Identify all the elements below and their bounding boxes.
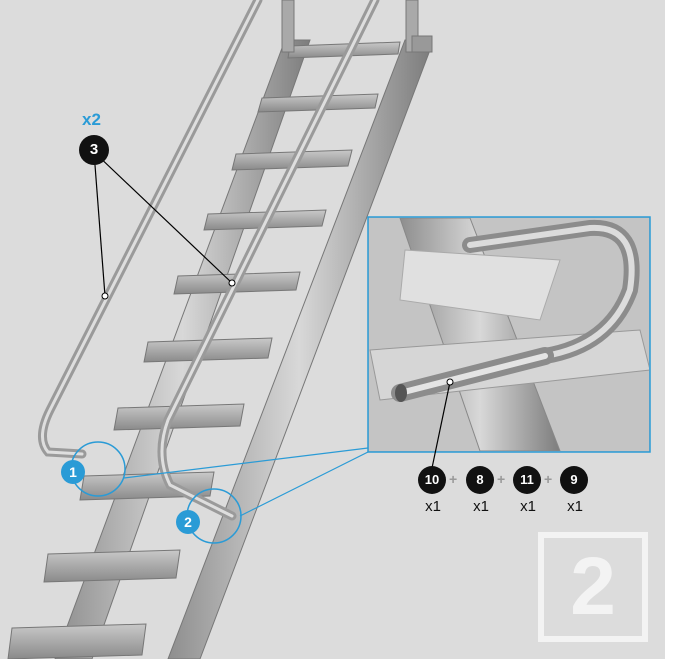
- part-badge-9: 9: [560, 466, 588, 494]
- handrail-part-badge: 3: [79, 135, 109, 165]
- detail-inset: [368, 217, 650, 468]
- part-badge-11: 11: [513, 466, 541, 494]
- point-badge-1: 1: [61, 460, 85, 484]
- plus-sign: +: [497, 471, 505, 487]
- part-qty-8: x1: [466, 498, 496, 515]
- plus-sign: +: [449, 471, 457, 487]
- part-ref-10: 10: [425, 472, 439, 487]
- part-ref-9: 9: [570, 472, 577, 487]
- parts-list: 10 + 8 + 11 + 9 x1 x1 x1 x1: [418, 466, 590, 516]
- part-qty-10: x1: [418, 498, 448, 515]
- plus-sign: +: [544, 471, 552, 487]
- part-qty-9: x1: [560, 498, 590, 515]
- part-badge-10: 10: [418, 466, 446, 494]
- handrail-quantity: x2: [82, 110, 101, 130]
- part-badge-8: 8: [466, 466, 494, 494]
- part-ref-11: 11: [520, 472, 534, 487]
- step-number: 2: [538, 532, 648, 642]
- point-2-label: 2: [184, 514, 192, 530]
- part-qty-11: x1: [513, 498, 543, 515]
- part-ref-8: 8: [476, 472, 483, 487]
- handrail-part-ref: 3: [90, 141, 98, 158]
- point-badge-2: 2: [176, 510, 200, 534]
- point-1-label: 1: [69, 464, 77, 480]
